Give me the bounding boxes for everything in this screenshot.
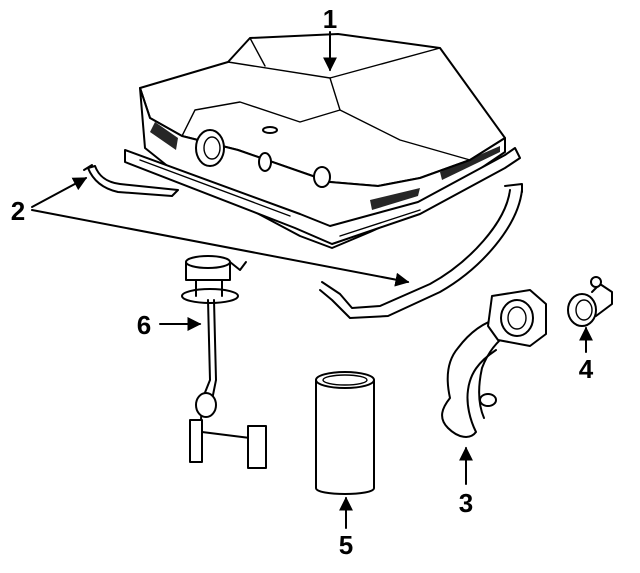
callout-4: 4	[579, 354, 594, 384]
fuel-strainer	[315, 371, 375, 495]
callout-2: 2	[11, 196, 25, 226]
tank-strap-left	[83, 164, 179, 197]
fuel-cap	[567, 276, 613, 327]
tank-strap-right	[319, 183, 523, 319]
fuel-sender-assembly	[181, 255, 267, 469]
leader-2a	[31, 177, 88, 208]
callout-5: 5	[339, 530, 353, 560]
callout-labels: 1 2 3 4 5 6	[11, 4, 594, 560]
callout-1: 1	[323, 4, 337, 34]
leader-2b	[31, 209, 410, 287]
filler-neck	[441, 289, 547, 438]
fuel-tank	[124, 33, 521, 249]
leader-lines	[31, 31, 593, 529]
callout-3: 3	[459, 488, 473, 518]
callout-6: 6	[137, 310, 151, 340]
